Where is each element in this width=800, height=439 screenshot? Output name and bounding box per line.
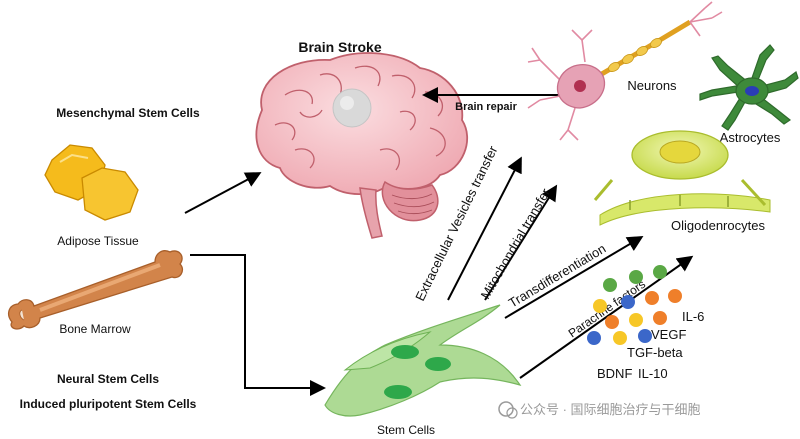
neurons-label: Neurons	[627, 78, 677, 93]
arrow-to-brain	[184, 172, 262, 214]
stroke-lesion	[332, 88, 372, 128]
factor-il6: IL-6	[682, 309, 704, 324]
astrocytes-label: Astrocytes	[720, 130, 781, 145]
transdifferentiation-label: Transdifferentiation	[506, 241, 609, 311]
arrow-transdifferentiation	[504, 235, 644, 319]
brain-repair-label: Brain repair	[455, 101, 517, 113]
brain-gyri	[274, 65, 446, 171]
stem-cell-nucleus	[384, 385, 412, 399]
arrow-to-stem-cells	[190, 254, 326, 396]
factor-bdnf: BDNF	[597, 366, 632, 381]
neuron-illustration	[527, 1, 723, 141]
mesenchymal-stem-cells-label: Mesenchymal Stem Cells	[56, 106, 200, 120]
stem-cells-illustration	[324, 304, 522, 417]
arrow-ev-transfer	[447, 156, 522, 301]
arrow-mito-transfer	[484, 184, 558, 301]
factor-vegf: VEGF	[651, 327, 686, 342]
stem-cells-label: Stem Cells	[377, 423, 435, 437]
stem-cell-nucleus	[425, 357, 451, 371]
oligodendrocytes-label: Oligodenrocytes	[671, 218, 765, 233]
watermark-text: 公众号 · 国际细胞治疗与干细胞	[520, 402, 701, 417]
bone-marrow-label: Bone Marrow	[59, 322, 131, 336]
brain-stroke-label: Brain Stroke	[298, 39, 381, 55]
brain-cerebellum	[381, 180, 439, 222]
brain-stem	[359, 187, 383, 239]
astrocyte-illustration	[699, 44, 799, 131]
adipose-tissue-label: Adipose Tissue	[57, 234, 139, 248]
factor-il10: IL-10	[638, 366, 668, 381]
oligodendrocyte-illustration	[593, 130, 771, 226]
adipose-tissue-illustration	[44, 144, 139, 221]
paracrine-factor-particles	[587, 265, 682, 345]
wechat-icon	[498, 401, 514, 417]
watermark: 公众号 · 国际细胞治疗与干细胞	[498, 401, 701, 419]
factor-tgf-beta: TGF-beta	[627, 345, 683, 360]
brain-illustration	[255, 52, 468, 239]
stem-cell-nucleus	[391, 345, 419, 359]
bone-marrow-illustration	[7, 250, 184, 330]
ipsc-label: Induced pluripotent Stem Cells	[20, 397, 197, 411]
neural-stem-cells-label: Neural Stem Cells	[57, 372, 159, 386]
